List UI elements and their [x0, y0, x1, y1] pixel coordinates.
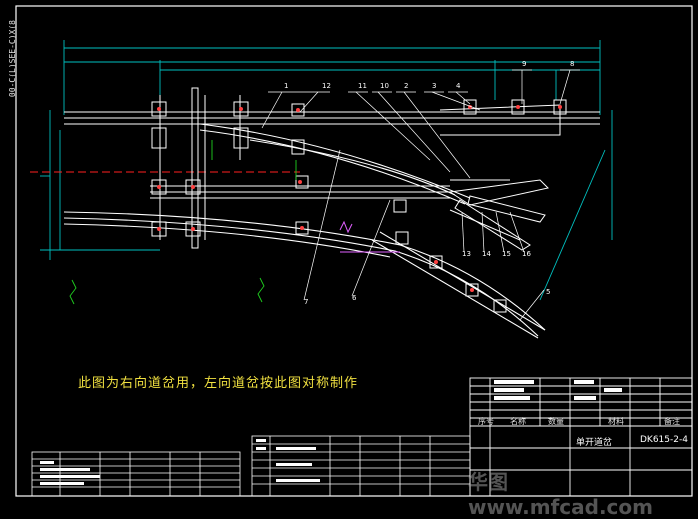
part-label-5: 5 [546, 288, 550, 296]
turnout-drawing-svg: 1 12 11 10 2 3 4 9 8 7 6 13 14 15 16 5 [15, 5, 693, 497]
part-label-10: 10 [380, 82, 389, 90]
title-block [469, 377, 693, 497]
bolts [157, 105, 562, 292]
break-marks [69, 140, 297, 305]
part-label-3: 3 [432, 82, 436, 90]
part-label-9: 9 [522, 60, 526, 68]
title-block-col-1: 序号 [478, 417, 494, 426]
title-block-col-4: 材料 [608, 417, 624, 426]
part-label-6: 6 [352, 294, 357, 302]
title-block-col-2: 名称 [510, 417, 526, 426]
tie-plates [151, 99, 567, 313]
part-label-2: 2 [404, 82, 408, 90]
title-block-col-5: 备注 [664, 417, 680, 426]
revision-schedule [31, 451, 241, 497]
part-label-4: 4 [456, 82, 461, 90]
leader-lines [261, 69, 580, 321]
part-label-1: 1 [284, 82, 288, 90]
drawing-frame [15, 5, 693, 497]
cad-drawing: 1 12 11 10 2 3 4 9 8 7 6 13 14 15 16 5 [8, 5, 693, 519]
drawing-code-vertical: 00-C(L)SEE-C)X(8 [8, 20, 17, 98]
frog-assembly [439, 104, 561, 251]
drawing-note: 此图为右向道岔用，左向道岔按此图对称制作 [78, 376, 359, 391]
part-label-7: 7 [304, 298, 308, 306]
part-label-8: 8 [570, 60, 574, 68]
part-label-15: 15 [502, 250, 511, 258]
title-block-col-3: 数量 [548, 417, 564, 426]
title-block-fills [40, 380, 622, 485]
part-label-11: 11 [358, 82, 367, 90]
part-label-13: 13 [462, 250, 471, 258]
magenta-marks [339, 220, 400, 253]
part-labels: 1 12 11 10 2 3 4 9 8 7 6 13 14 15 16 5 [284, 60, 574, 306]
curved-rails [63, 123, 546, 339]
tie-rods [159, 87, 241, 249]
part-label-16: 16 [522, 250, 531, 258]
part-label-14: 14 [482, 250, 491, 258]
watermark: 华图 www.mfcad.com [468, 470, 653, 519]
title-block-drawing-no: DK615-2-4 [640, 435, 688, 445]
part-label-12: 12 [322, 82, 331, 90]
title-block-name: 单开道岔 [576, 438, 613, 448]
dimension-lines [40, 40, 613, 301]
